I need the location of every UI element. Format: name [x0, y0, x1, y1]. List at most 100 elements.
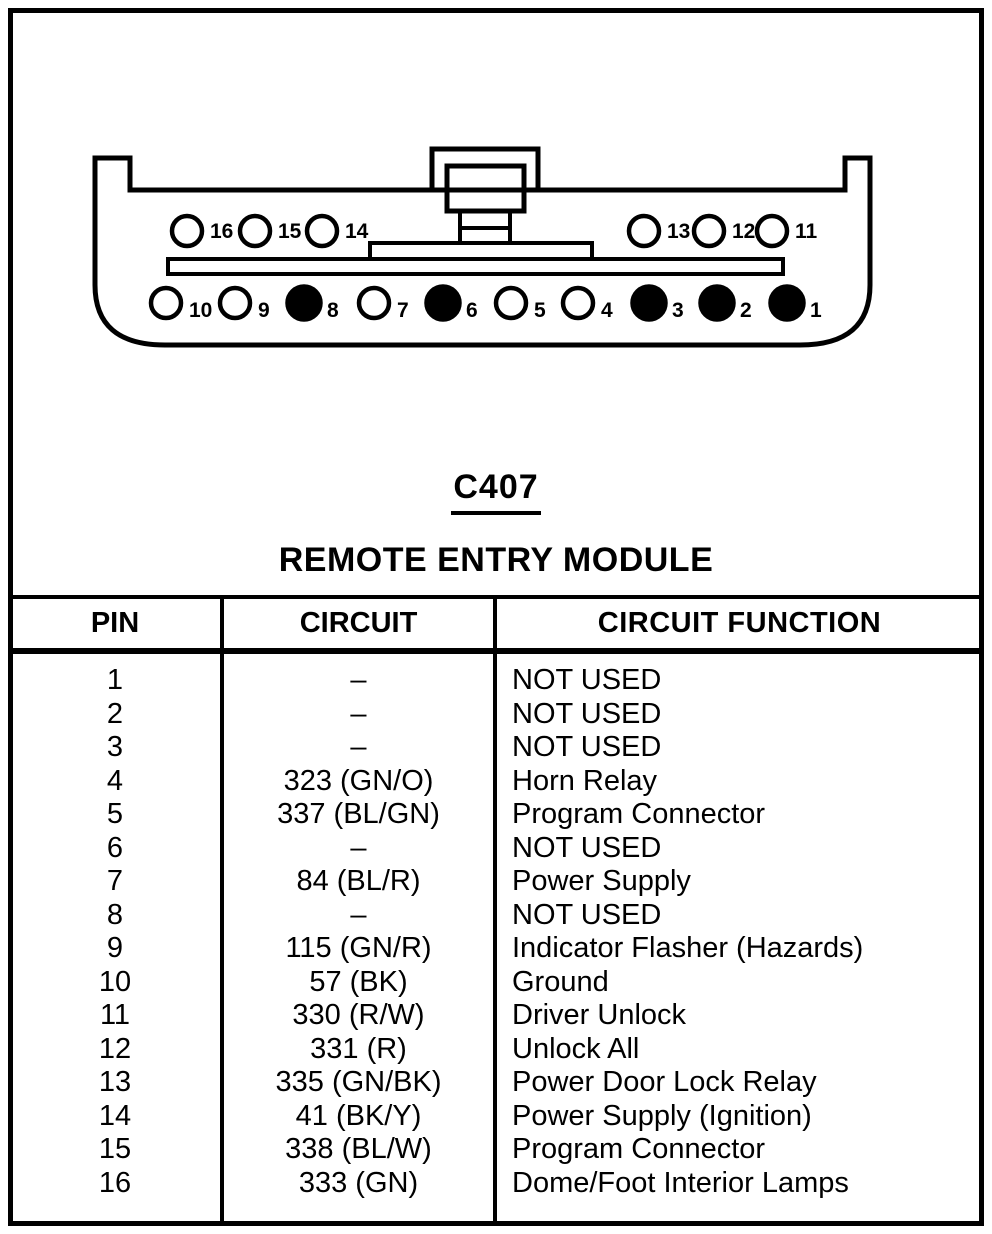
circuit-function-cell: NOT USED — [512, 664, 662, 696]
pin-label-2: 2 — [740, 299, 752, 322]
pin-13-open — [626, 213, 662, 249]
circuit-cell: – — [350, 664, 367, 696]
circuit-cell: 84 (BL/R) — [296, 865, 421, 897]
pin-5-open — [493, 285, 529, 321]
pin-label-16: 16 — [210, 220, 233, 243]
header-circuit-function: CIRCUIT FUNCTION — [597, 607, 882, 639]
circuit-cell: 333 (GN) — [298, 1166, 419, 1199]
pin-15-open — [237, 213, 273, 249]
pin-label-15: 15 — [278, 220, 302, 243]
pin-cell: 11 — [99, 999, 131, 1031]
pin-6-filled — [424, 284, 462, 322]
pin-cell: 1 — [106, 664, 124, 696]
table-row: 12 331 (R) Unlock All — [8, 1033, 984, 1067]
pin-cell: 16 — [98, 1166, 132, 1199]
pin-4-open — [560, 285, 596, 321]
pin-2-filled — [698, 284, 736, 322]
circuit-function-cell: NOT USED — [512, 831, 662, 864]
table-row: 8–NOT USED — [8, 899, 984, 933]
circuit-function-cell: Power Door Lock Relay — [512, 1066, 817, 1098]
pin-cell: 10 — [98, 965, 132, 998]
connector-label-text: C407 — [451, 468, 541, 515]
pin-12-open — [691, 213, 727, 249]
circuit-function-cell: Unlock All — [512, 1032, 640, 1065]
circuit-function-cell: Power Supply — [512, 865, 691, 897]
connector-strip — [166, 257, 785, 276]
pin-cell: 6 — [106, 831, 124, 864]
pin-cell: 15 — [98, 1133, 132, 1165]
module-title: REMOTE ENTRY MODULE — [278, 541, 714, 579]
pin-cell: 9 — [106, 932, 124, 964]
pin-14-open — [304, 213, 340, 249]
latch-outer-tab — [429, 146, 541, 193]
table-row: 6–NOT USED — [8, 832, 984, 866]
table-row: 16 333 (GN) Dome/Foot Interior Lamps — [8, 1167, 984, 1201]
circuit-cell: 337 (BL/GN) — [277, 798, 440, 830]
pin-label-8: 8 — [327, 299, 339, 322]
pin-label-6: 6 — [466, 299, 478, 322]
table-row: 15 338 (BL/W) Program Connector — [8, 1133, 984, 1167]
pin-3-filled — [630, 284, 668, 322]
circuit-cell: 331 (R) — [310, 1032, 407, 1065]
circuit-function-cell: Program Connector — [512, 798, 766, 830]
circuit-cell: 41 (BK/Y) — [295, 1099, 422, 1132]
pin-label-5: 5 — [534, 299, 546, 322]
circuit-cell: 115 (GN/R) — [285, 932, 432, 964]
pins-top-row: 16 15 14 13 12 11 — [169, 213, 818, 249]
circuit-cell: 323 (GN/O) — [283, 764, 434, 797]
connector-platform — [368, 241, 594, 261]
pin-cell: 3 — [106, 731, 124, 763]
pin-label-1: 1 — [810, 299, 822, 322]
table-row: 13 335 (GN/BK) Power Door Lock Relay — [8, 1066, 984, 1100]
circuit-function-cell: Horn Relay — [512, 764, 658, 797]
pin-cell: 12 — [98, 1032, 132, 1065]
pin-9-open — [217, 285, 253, 321]
table-column-divider-2 — [493, 595, 497, 1221]
pin-cell: 4 — [106, 764, 124, 797]
circuit-cell: – — [350, 697, 367, 730]
table-column-divider-1 — [220, 595, 224, 1221]
circuit-function-cell: NOT USED — [512, 697, 662, 730]
circuit-cell: 330 (R/W) — [292, 999, 425, 1031]
table-row: 2–NOT USED — [8, 698, 984, 732]
circuit-cell: 57 (BK) — [309, 965, 408, 998]
pin-label-3: 3 — [672, 299, 684, 322]
circuit-cell: 338 (BL/W) — [285, 1133, 432, 1165]
pin-label-11: 11 — [795, 220, 818, 243]
circuit-function-cell: NOT USED — [512, 731, 662, 763]
connector-label: C407 — [0, 468, 992, 515]
pin-label-14: 14 — [345, 220, 369, 243]
table-row: 1 – NOT USED — [8, 664, 984, 698]
pin-8-filled — [285, 284, 323, 322]
pin-label-9: 9 — [258, 299, 270, 322]
pin-11-open — [754, 213, 790, 249]
pin-cell: 13 — [98, 1066, 132, 1098]
circuit-function-cell: Power Supply (Ignition) — [512, 1099, 812, 1132]
table-row: 5 337 (BL/GN) Program Connector — [8, 798, 984, 832]
table-row: 4 323 (GN/O) Horn Relay — [8, 765, 984, 799]
circuit-function-cell: Dome/Foot Interior Lamps — [512, 1166, 849, 1199]
pin-label-12: 12 — [732, 220, 755, 243]
pin-label-4: 4 — [601, 299, 613, 322]
table-row: 3 – NOT USED — [8, 731, 984, 765]
pin-cell: 5 — [106, 798, 124, 830]
pin-label-10: 10 — [189, 299, 212, 322]
table-header: PIN CIRCUIT CIRCUIT FUNCTION — [8, 599, 984, 648]
header-pin: PIN — [90, 607, 140, 639]
circuit-function-cell: Program Connector — [512, 1133, 766, 1165]
pin-1-filled — [768, 284, 806, 322]
circuit-function-cell: Indicator Flasher (Hazards) — [512, 932, 864, 964]
pin-label-13: 13 — [667, 220, 690, 243]
header-circuit: CIRCUIT — [299, 607, 418, 639]
circuit-cell: – — [350, 731, 367, 763]
table-row: 9 115 (GN/R) Indicator Flasher (Hazards) — [8, 932, 984, 966]
circuit-cell: 335 (GN/BK) — [275, 1066, 442, 1098]
